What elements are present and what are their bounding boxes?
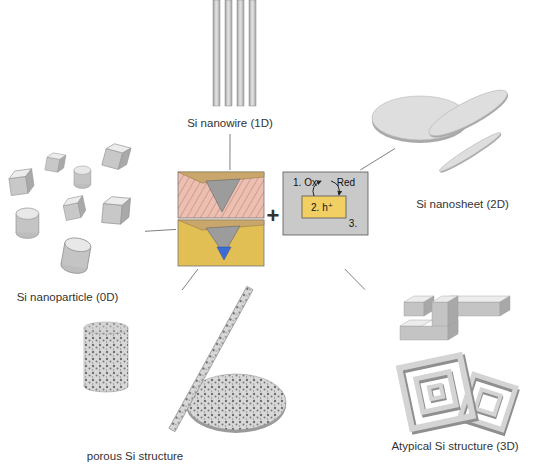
step-label: 2. h⁺ <box>305 202 339 214</box>
connector-line <box>360 149 395 171</box>
nanoparticle-cube <box>102 196 131 225</box>
block-side <box>448 320 458 340</box>
nanoparticle-cube <box>62 196 87 221</box>
spiral-wall <box>399 355 473 429</box>
atypical-panel: Atypical Si structure (3D) <box>365 288 545 454</box>
nanosheet-panel: Si nanosheet (2D) <box>395 85 530 212</box>
connector-line <box>345 269 365 290</box>
connector-group <box>145 134 395 290</box>
nanowire <box>225 0 232 106</box>
nanoparticle-cube <box>8 169 35 196</box>
panel-label: Si nanowire (1D) <box>170 117 290 130</box>
nanoparticle-illustration <box>8 142 131 275</box>
porous-cylinder-body <box>84 328 128 386</box>
panel-label: Si nanosheet (2D) <box>395 198 530 211</box>
connector-line <box>229 134 230 170</box>
spiral-wall <box>475 389 500 414</box>
step-label: Red <box>333 177 359 189</box>
nanosheet <box>437 130 502 175</box>
substrate-bottom <box>178 220 264 266</box>
nanoparticle-panel: Si nanoparticle (0D) <box>0 140 145 306</box>
substrate-top <box>178 172 264 218</box>
nanowire-panel: Si nanowire (1D) <box>170 0 290 134</box>
block-front <box>404 302 424 316</box>
porous-cylinder-fill <box>84 328 127 385</box>
afm-illustration <box>178 172 264 266</box>
panel-label: Si nanoparticle (0D) <box>0 291 135 304</box>
block-side <box>500 296 510 316</box>
nanosheet-illustration <box>372 83 513 176</box>
nanoparticle-cube <box>45 152 66 173</box>
nanowire <box>213 0 220 106</box>
connector-line <box>182 269 198 290</box>
block-front <box>400 326 448 340</box>
spiral-wall <box>416 372 456 412</box>
porous-cylinder-top <box>84 322 128 334</box>
electrochem-illustration <box>283 172 368 235</box>
operator-symbol: + <box>264 203 282 228</box>
step-label: 3. <box>345 218 361 230</box>
nanoparticle-cylinder <box>74 166 91 188</box>
nanowire <box>249 0 256 106</box>
tip-apex <box>217 247 231 260</box>
porous-rod-body <box>169 286 253 431</box>
block-top <box>400 320 432 326</box>
nanosheet-group <box>437 130 503 176</box>
nanowire-illustration <box>213 0 256 106</box>
porous-panel: porous Si structure <box>75 290 285 464</box>
electrochem-cell <box>283 172 368 235</box>
z-structure <box>400 296 510 340</box>
method-panel: 1. Ox Red 2. h⁺ 3. + <box>176 170 370 269</box>
porous-rod <box>169 286 253 431</box>
nanowire <box>237 0 244 106</box>
connector-line <box>145 229 176 231</box>
catalyst-well <box>302 196 346 218</box>
spiral-wall <box>429 385 443 399</box>
nanoparticle-cube <box>102 142 131 171</box>
nanoparticle-cylinder <box>60 236 92 275</box>
step-label: 1. Ox <box>288 177 322 189</box>
panel-label: Atypical Si structure (3D) <box>365 440 545 453</box>
atypical-illustration <box>399 296 517 433</box>
afm-tip <box>206 179 240 212</box>
porous-illustration <box>84 286 286 433</box>
electrochem-panel: 1. Ox Red 2. h⁺ 3. <box>283 172 368 235</box>
square-spiral <box>399 355 475 432</box>
panel-label: porous Si structure <box>75 450 195 463</box>
porous-cylinder-top-pores <box>84 322 128 334</box>
nanoparticle-cylinder <box>16 208 39 238</box>
